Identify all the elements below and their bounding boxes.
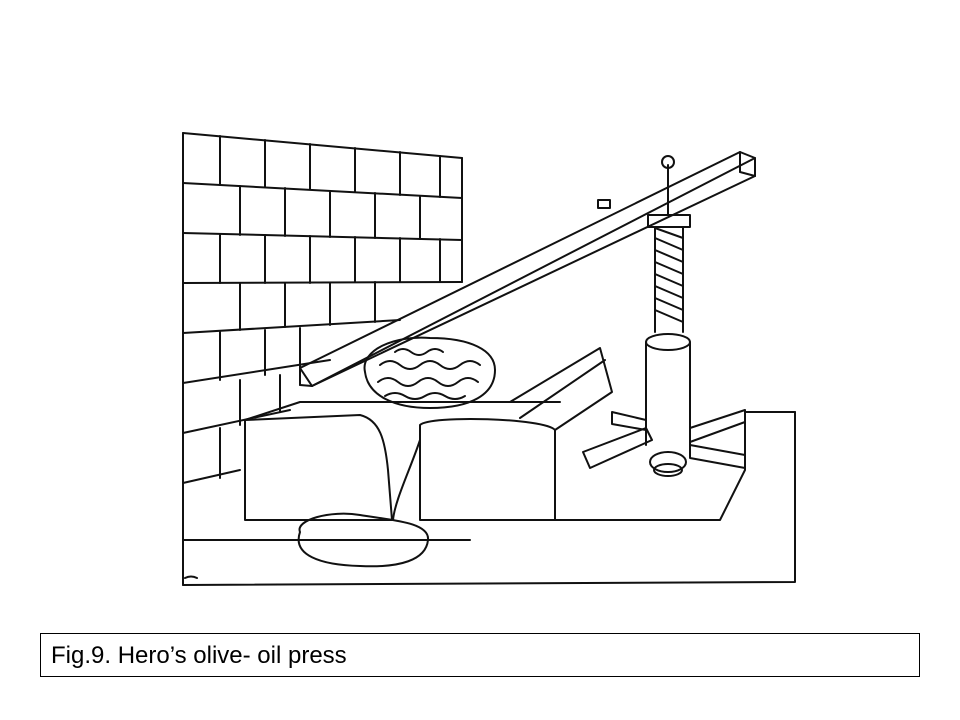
oil-puddle [299, 514, 428, 567]
screw-assembly [646, 156, 690, 476]
base-platform [182, 411, 796, 586]
figure-caption: Fig.9. Hero’s olive- oil press [51, 642, 347, 669]
olive-bag [365, 338, 495, 408]
lever-beam [300, 152, 755, 386]
press-bed [245, 348, 612, 520]
cross-handles [583, 410, 745, 468]
caption-box: Fig.9. Hero’s olive- oil press [40, 633, 920, 677]
brick-wall [183, 133, 462, 540]
olive-oil-press-illustration [182, 120, 796, 586]
